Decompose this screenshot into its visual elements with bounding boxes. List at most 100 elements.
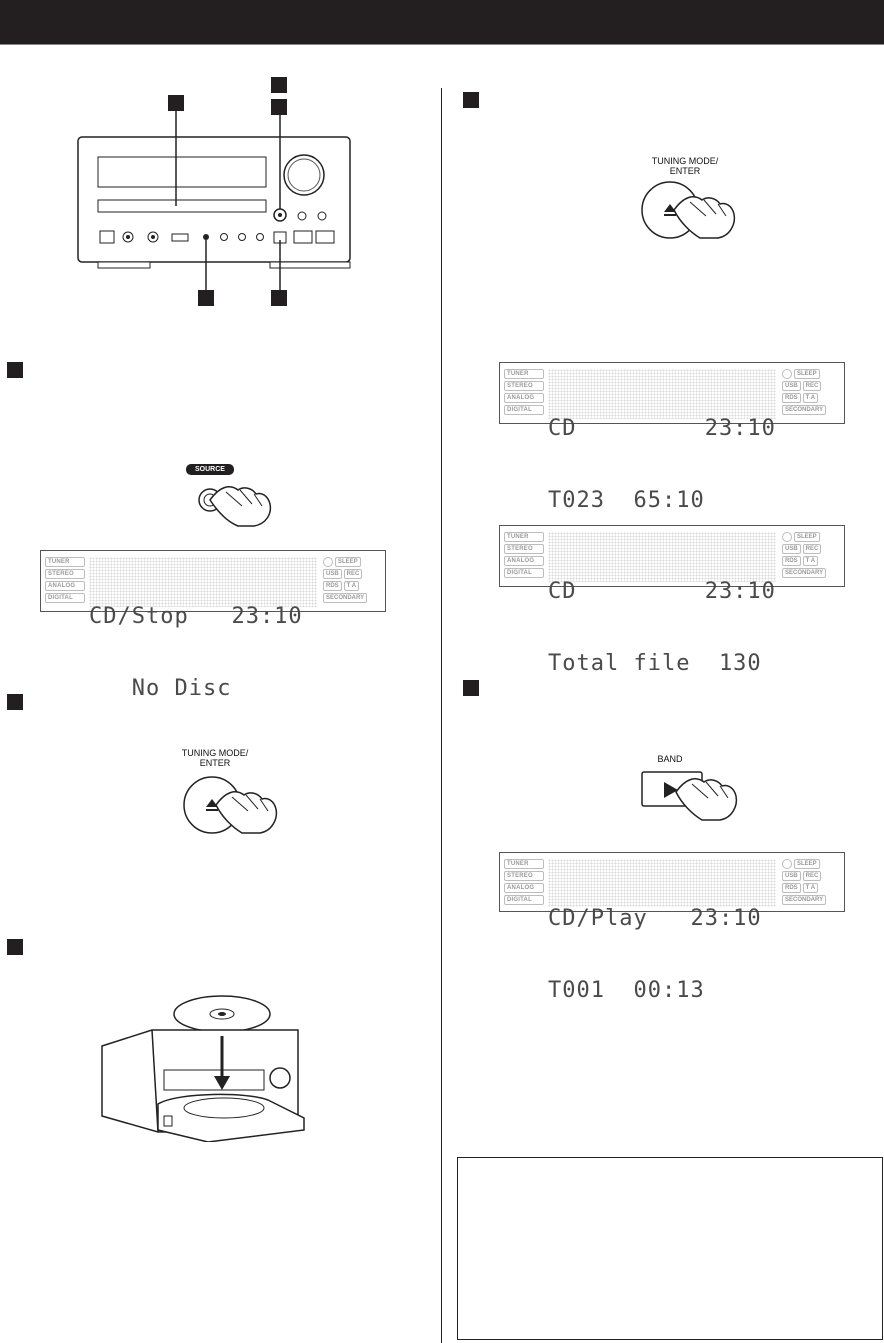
lcd-line-2: Total file 130	[548, 651, 762, 676]
indicator-ta: T A	[802, 393, 819, 403]
step-marker	[463, 92, 479, 108]
tuning-mode-label-line2: ENTER	[669, 166, 701, 176]
timer-icon	[782, 532, 792, 542]
indicator-stereo: STEREO	[45, 569, 85, 579]
column-divider	[441, 88, 442, 1343]
indicator-stereo: STEREO	[504, 381, 544, 391]
indicator-digital: DIGITAL	[504, 895, 544, 905]
lcd-display-play: TUNER STEREO ANALOG DIGITAL CD/Play 23:1…	[499, 852, 845, 1003]
lcd-line-2: T001 00:13	[548, 978, 705, 1003]
indicator-sleep: SLEEP	[335, 557, 361, 567]
indicator-usb: USB	[782, 381, 801, 391]
indicator-rec: REC	[802, 381, 822, 391]
step-marker	[7, 694, 23, 710]
timer-icon	[782, 369, 792, 379]
eject-button-press-illustration	[183, 776, 278, 834]
note-box	[457, 1157, 883, 1340]
indicator-analog: ANALOG	[504, 883, 544, 893]
indicator-analog: ANALOG	[504, 556, 544, 566]
eject-icon	[664, 204, 676, 212]
lcd-line-1: CD/Stop 23:10	[89, 604, 303, 629]
indicator-usb: USB	[782, 871, 801, 881]
play-icon	[664, 782, 678, 798]
lcd-left-indicators: TUNER STEREO ANALOG DIGITAL	[504, 859, 544, 907]
eject-button-press-illustration-right	[641, 181, 736, 239]
indicator-usb: USB	[323, 569, 342, 579]
lcd-text: CD 23:10 Total file 130	[548, 532, 776, 676]
lcd-text: CD/Play 23:10 T001 00:13	[548, 859, 776, 1003]
band-label: BAND	[657, 754, 683, 764]
indicator-digital: DIGITAL	[504, 568, 544, 578]
tuning-mode-label-line1: TUNING MODE/	[181, 748, 249, 758]
indicator-secondary: SECONDARY	[323, 593, 368, 603]
front-panel-illustration	[77, 107, 351, 291]
lcd-text: CD 23:10 T023 65:10	[548, 369, 776, 513]
lcd-line-2: No Disc	[89, 676, 232, 701]
down-arrow-icon	[214, 1076, 230, 1090]
source-button-press-illustration	[198, 486, 272, 527]
lcd-line-2: T023 65:10	[548, 488, 705, 513]
timer-icon	[323, 557, 333, 567]
indicator-sleep: SLEEP	[794, 369, 820, 379]
indicator-analog: ANALOG	[504, 393, 544, 403]
indicator-ta: T A	[802, 883, 819, 893]
indicator-rec: REC	[802, 871, 822, 881]
indicator-ta: T A	[343, 581, 360, 591]
indicator-analog: ANALOG	[45, 581, 85, 591]
tuning-mode-label-right: TUNING MODE/ ENTER	[620, 156, 750, 176]
step-marker	[463, 680, 479, 696]
lcd-left-indicators: TUNER STEREO ANALOG DIGITAL	[45, 557, 85, 605]
indicator-tuner: TUNER	[504, 859, 544, 869]
step-marker	[7, 939, 23, 955]
indicator-sleep: SLEEP	[794, 532, 820, 542]
header-bar	[0, 0, 884, 44]
lcd-line-1: CD 23:10	[548, 416, 776, 441]
callout-box	[198, 290, 214, 306]
indicator-rds: RDS	[782, 883, 801, 893]
source-button-label: SOURCE	[186, 464, 234, 475]
tuning-mode-label-line1: TUNING MODE/	[651, 156, 719, 166]
indicator-sleep: SLEEP	[794, 859, 820, 869]
lcd-text: CD/Stop 23:10 No Disc	[89, 557, 317, 701]
lcd-line-1: CD/Play 23:10	[548, 906, 762, 931]
lcd-line-1: CD 23:10	[548, 579, 776, 604]
callout-box	[271, 290, 287, 306]
header-rule	[0, 44, 884, 45]
indicator-secondary: SECONDARY	[782, 405, 827, 415]
indicator-digital: DIGITAL	[45, 593, 85, 603]
disc-insertion-illustration	[101, 995, 305, 1142]
play-button-press-illustration	[641, 771, 738, 821]
tuning-mode-label: TUNING MODE/ ENTER	[150, 748, 280, 768]
indicator-ta: T A	[802, 556, 819, 566]
indicator-tuner: TUNER	[504, 369, 544, 379]
indicator-usb: USB	[782, 544, 801, 554]
step-marker	[7, 362, 23, 378]
indicator-rds: RDS	[782, 393, 801, 403]
tuning-mode-label-line2: ENTER	[199, 758, 231, 768]
indicator-stereo: STEREO	[504, 871, 544, 881]
lcd-left-indicators: TUNER STEREO ANALOG DIGITAL	[504, 369, 544, 417]
callout-box	[168, 95, 184, 111]
indicator-rec: REC	[343, 569, 363, 579]
indicator-digital: DIGITAL	[504, 405, 544, 415]
indicator-tuner: TUNER	[45, 557, 85, 567]
callout-box	[271, 77, 287, 93]
indicator-stereo: STEREO	[504, 544, 544, 554]
lcd-display-total: TUNER STEREO ANALOG DIGITAL CD 23:10 Tot…	[499, 525, 845, 676]
indicator-rec: REC	[802, 544, 822, 554]
indicator-rds: RDS	[323, 581, 342, 591]
lcd-left-indicators: TUNER STEREO ANALOG DIGITAL	[504, 532, 544, 580]
callout-box	[271, 99, 287, 115]
timer-icon	[782, 859, 792, 869]
eject-icon	[206, 799, 218, 807]
lcd-display-stop: TUNER STEREO ANALOG DIGITAL CD/Stop 23:1…	[40, 550, 386, 701]
indicator-secondary: SECONDARY	[782, 895, 827, 905]
indicator-secondary: SECONDARY	[782, 568, 827, 578]
indicator-tuner: TUNER	[504, 532, 544, 542]
lcd-display-track: TUNER STEREO ANALOG DIGITAL CD 23:10 T02…	[499, 362, 845, 513]
indicator-rds: RDS	[782, 556, 801, 566]
